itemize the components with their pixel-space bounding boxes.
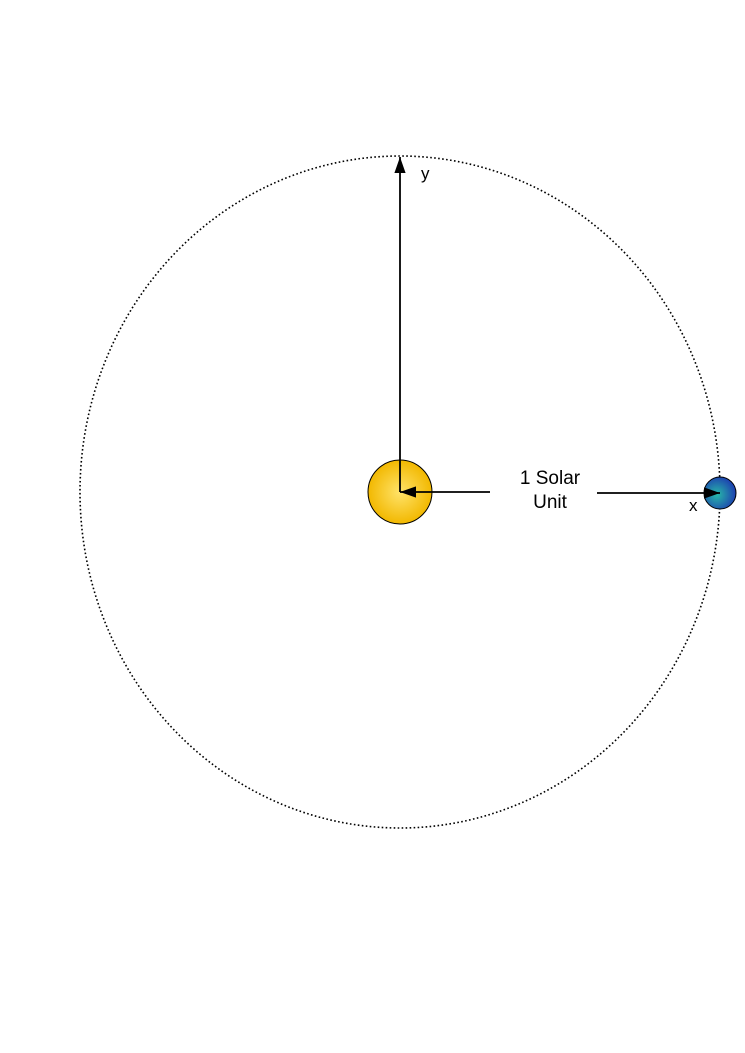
x-axis-label: x [689, 496, 698, 515]
distance-label-line-1: 1 Solar [519, 468, 581, 489]
y-axis-label: y [421, 164, 430, 183]
distance-label-line-2: Unit [533, 492, 567, 513]
distance-label: 1 Solar Unit [495, 467, 605, 515]
